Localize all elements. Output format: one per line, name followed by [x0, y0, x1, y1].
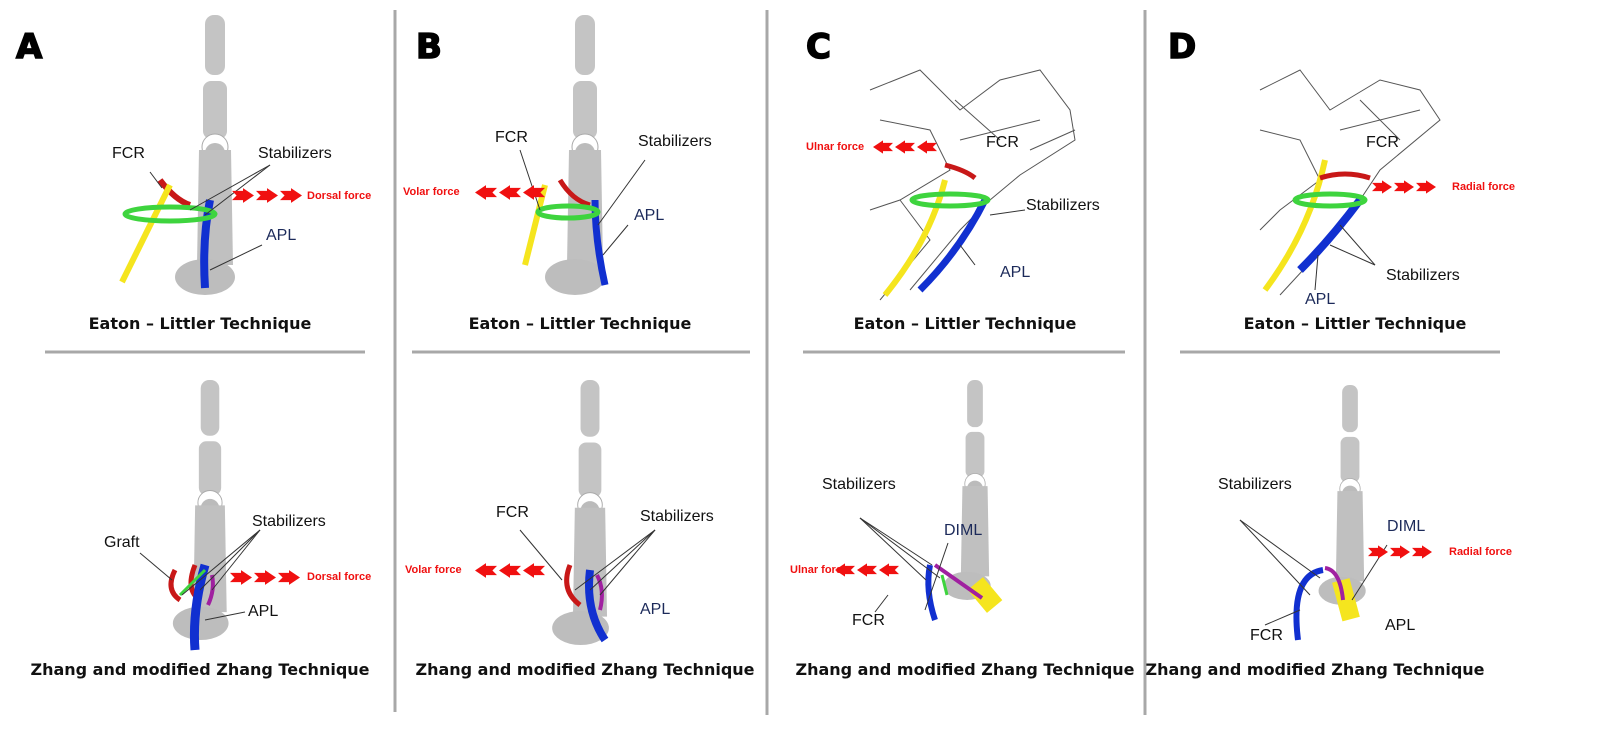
panel-letter: D — [1167, 27, 1197, 67]
panel-d-top-arrows — [1372, 180, 1436, 194]
technique-caption: Eaton – Littler Technique — [853, 314, 1077, 333]
panel-d-top-art — [1259, 69, 1441, 296]
force-label: Ulnar force — [806, 141, 865, 153]
fcr-label: FCR — [496, 504, 529, 521]
force-label: Dorsal force — [307, 571, 372, 583]
stabilizers-label: Stabilizers — [1218, 476, 1292, 493]
panel-c-top-art — [869, 69, 1076, 301]
technique-caption: Zhang and modified Zhang Technique — [415, 660, 755, 679]
fcr-label: FCR — [112, 145, 145, 162]
panel-a-bottom-art — [139, 380, 300, 651]
panel-d-bottom-art — [1239, 385, 1432, 641]
force-label: Ulnar force — [790, 564, 849, 576]
panel-c-top-arrows — [873, 140, 937, 154]
apl-label: APL — [248, 603, 279, 620]
panel-letter: C — [805, 27, 831, 67]
force-label: Dorsal force — [307, 190, 372, 202]
fcr-label: FCR — [495, 129, 528, 146]
technique-caption: Eaton – Littler Technique — [88, 314, 312, 333]
apl-label: APL — [1385, 617, 1416, 634]
apl-label: APL — [1305, 291, 1336, 308]
stabilizers-label: Stabilizers — [1386, 267, 1460, 284]
panel-b-bottom-art — [475, 380, 656, 645]
panel-letter: B — [415, 27, 442, 67]
panel-a-top-art — [119, 15, 302, 295]
technique-caption: Eaton – Littler Technique — [1243, 314, 1467, 333]
technique-caption: Zhang and modified Zhang Technique — [30, 660, 370, 679]
graft-label: Graft — [104, 534, 140, 551]
stabilizers-label: Stabilizers — [640, 508, 714, 525]
stabilizers-label: Stabilizers — [1026, 197, 1100, 214]
panel-b-top-art — [475, 15, 646, 295]
technique-caption: Zhang and modified Zhang Technique — [795, 660, 1135, 679]
fcr-label: FCR — [1250, 627, 1283, 644]
apl-label: APL — [1000, 264, 1031, 281]
panel-letter: A — [15, 27, 43, 67]
diml-label: DIML — [1387, 518, 1426, 535]
technique-caption: Zhang and modified Zhang Technique — [1145, 660, 1485, 679]
stabilizers-label: Stabilizers — [258, 145, 332, 162]
stabilizers-label: Stabilizers — [822, 476, 896, 493]
technique-caption: Eaton – Littler Technique — [468, 314, 692, 333]
force-label: Volar force — [405, 564, 462, 576]
fcr-label: FCR — [1366, 134, 1399, 151]
panel-c-bottom-art — [835, 380, 1003, 621]
fcr-label: FCR — [852, 612, 885, 629]
fcr-label: FCR — [986, 134, 1019, 151]
force-label: Volar force — [403, 186, 460, 198]
stabilizers-label: Stabilizers — [638, 133, 712, 150]
diml-label: DIML — [944, 522, 983, 539]
apl-label: APL — [266, 227, 297, 244]
force-label: Radial force — [1452, 181, 1515, 193]
stabilizers-label: Stabilizers — [252, 513, 326, 530]
apl-label: APL — [634, 207, 665, 224]
apl-label: APL — [640, 601, 671, 618]
force-label: Radial force — [1449, 546, 1512, 558]
